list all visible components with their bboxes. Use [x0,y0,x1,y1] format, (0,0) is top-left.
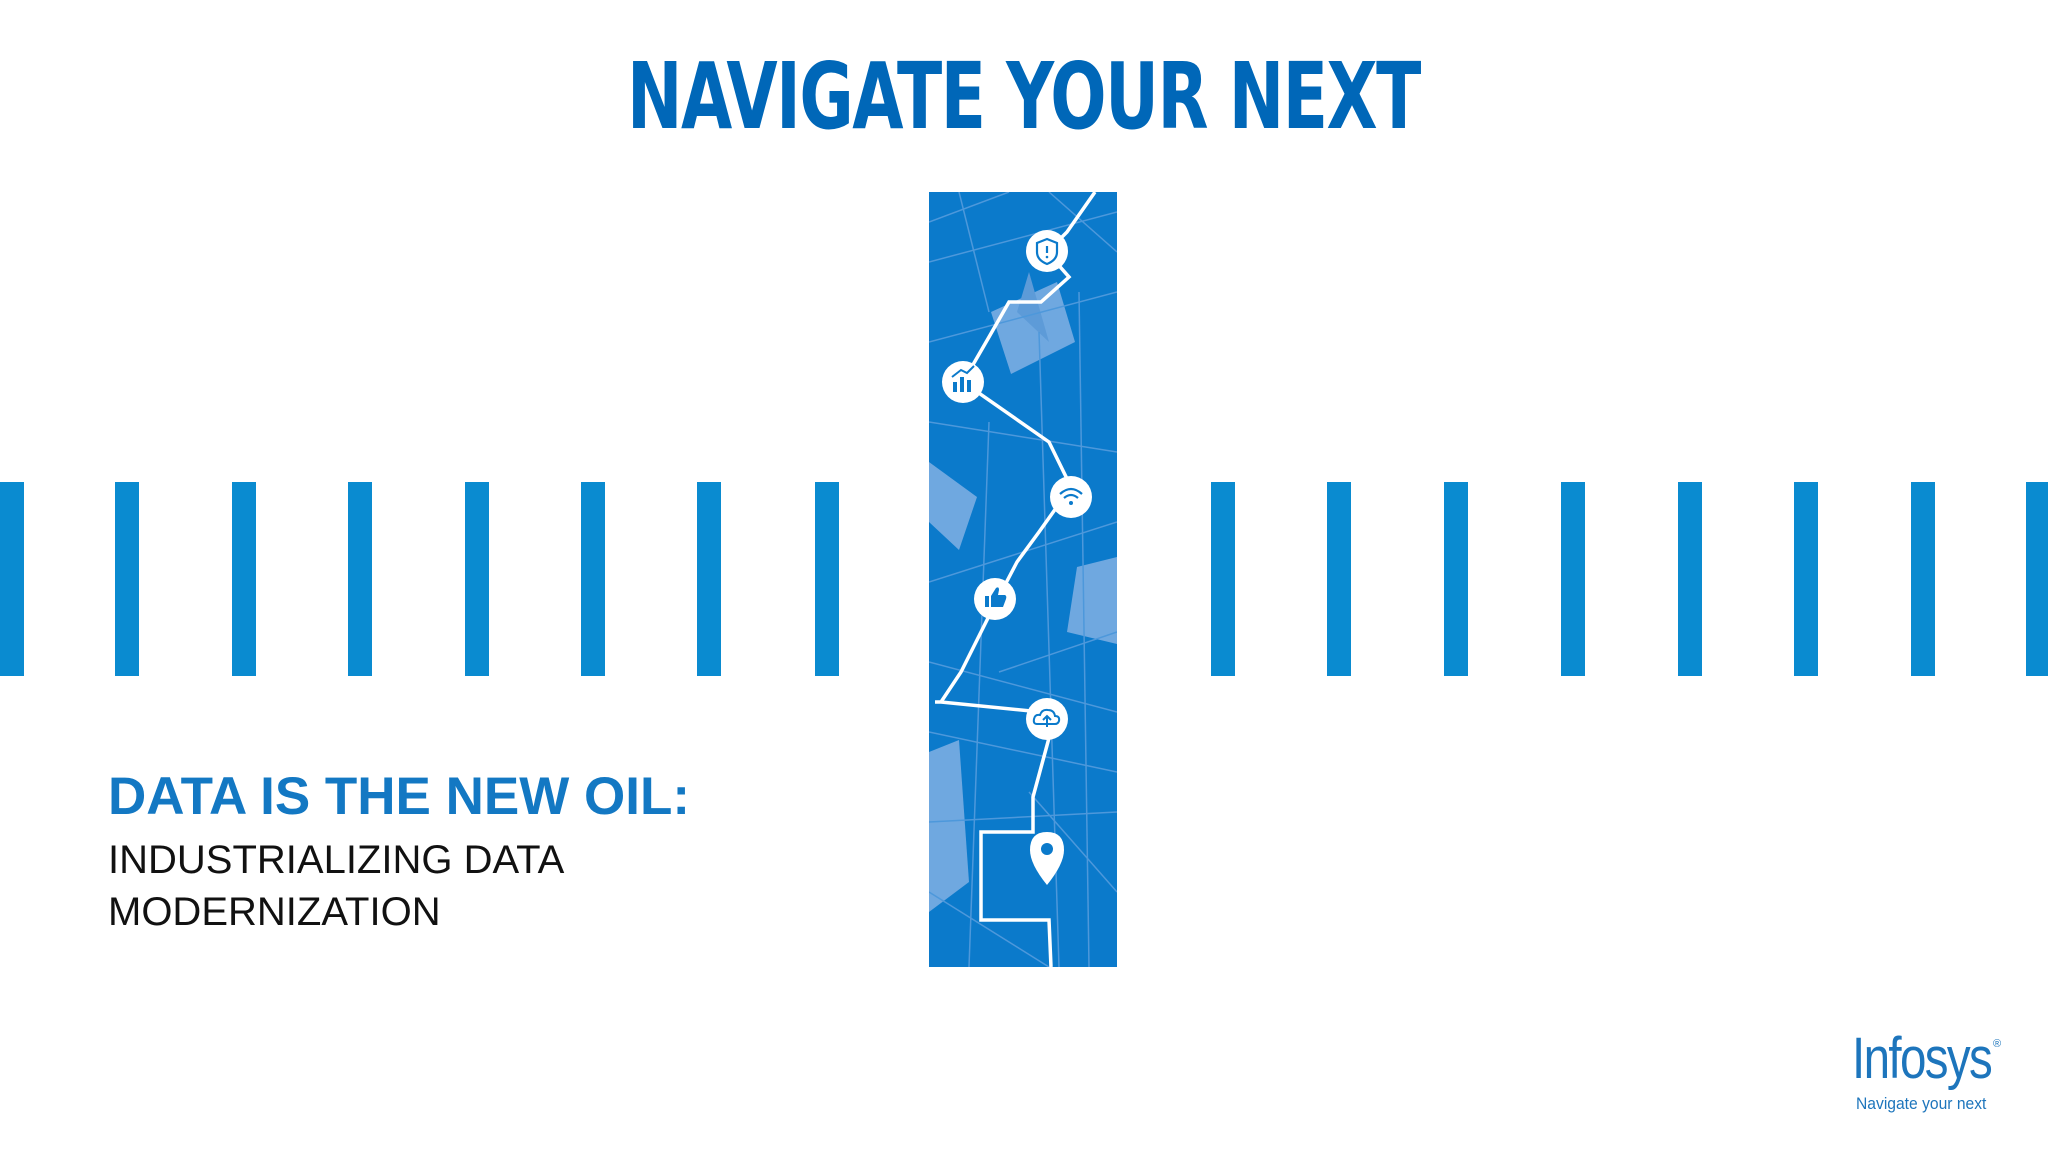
slide-description: INDUSTRIALIZING DATA MODERNIZATION [108,834,564,938]
map-block [929,462,977,550]
journey-map-panel [929,192,1117,967]
thumbs-up-icon [974,578,1016,620]
stripe-bar [1327,482,1351,676]
registered-mark: ® [1993,1038,2002,1050]
stripe-bar [1561,482,1585,676]
map-block [991,282,1075,374]
stripe-bar [1211,482,1235,676]
stripe-bar [2026,482,2048,676]
map-block [1017,272,1049,342]
stripe-bar [1444,482,1468,676]
infosys-logo: Infosys [1852,1026,1993,1091]
stripe-bar [1911,482,1935,676]
wifi-icon [1050,476,1092,518]
journey-map-graphic [929,192,1117,967]
stripe-bar [232,482,256,676]
cloud-icon [1026,698,1068,740]
stripe-bar [348,482,372,676]
location-pin-icon [1030,832,1064,885]
stripe-bar [1794,482,1818,676]
headline: NAVIGATE YOUR NEXT [626,43,1421,150]
stripe-bar [1678,482,1702,676]
stripe-bar [581,482,605,676]
map-block [1067,557,1117,644]
stripe-bar [815,482,839,676]
stripe-bar [697,482,721,676]
description-line: INDUSTRIALIZING DATA [108,838,565,882]
brand-tagline: Navigate your next [1856,1094,1987,1113]
stripe-bar [0,482,24,676]
chart-icon [942,361,984,403]
map-block [929,740,969,912]
shield-icon [1026,230,1068,272]
stripe-bar [115,482,139,676]
description-line: MODERNIZATION [108,890,441,934]
stripe-bar [465,482,489,676]
slide-subtitle: DATA IS THE NEW OIL: [108,767,690,826]
